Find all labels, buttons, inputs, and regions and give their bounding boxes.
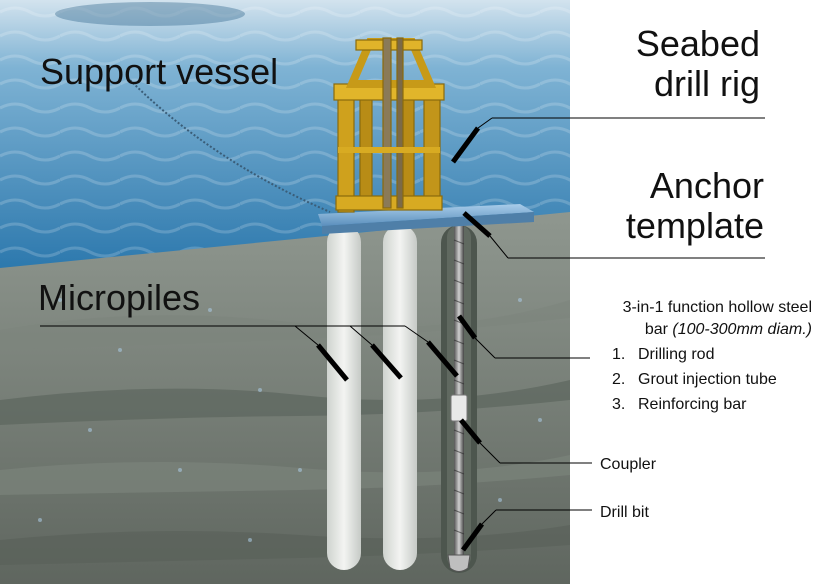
coupler [450, 394, 468, 422]
label-micropiles: Micropiles [38, 277, 201, 318]
label-anchor-template: Anchor template [626, 166, 764, 246]
hollow-bar-diameter: (100-300mm diam.) [672, 321, 812, 338]
label-seabed-drill-rig-line2: drill rig [653, 63, 760, 104]
label-anchor-template-line1: Anchor [649, 165, 764, 206]
leader-coupler [459, 418, 592, 464]
label-hollow-steel-bar: 3-in-1 function hollow steel bar (100-30… [623, 297, 812, 341]
hollow-steel-bar [454, 222, 464, 557]
hollow-bar-title: 3-in-1 function hollow steel [622, 299, 812, 316]
function-list: 1. Drilling rod 2. Grout injection tube 3.… [612, 344, 777, 419]
function-item-reinforcing-bar: 3. Reinforcing bar [612, 394, 777, 419]
micropile-middle [383, 225, 417, 570]
function-number: 3. [612, 396, 626, 413]
leader-drill-bit [460, 509, 592, 552]
label-seabed-drill-rig-line1: Seabed [635, 23, 760, 64]
label-coupler: Coupler [600, 456, 657, 473]
leader-seabed-drill-rig [450, 117, 765, 164]
leader-hollow-bar [456, 314, 590, 359]
hollow-bar-subtitle: bar (100-300mm diam.) [623, 319, 812, 341]
seabed-drill-rig [333, 37, 445, 213]
function-text: Reinforcing bar [638, 396, 747, 413]
function-text: Grout injection tube [638, 371, 777, 388]
anchor-template [318, 204, 534, 234]
function-item-drilling-rod: 1. Drilling rod [612, 344, 777, 369]
drill-bit [447, 554, 471, 572]
function-text: Drilling rod [638, 346, 715, 363]
label-drill-bit: Drill bit [600, 504, 649, 521]
label-support-vessel: Support vessel [40, 51, 279, 92]
function-number: 2. [612, 371, 626, 388]
leader-anchor-template [462, 211, 765, 259]
label-seabed-drill-rig: Seabed drill rig [636, 24, 760, 104]
function-number: 1. [612, 346, 626, 363]
function-item-grout-injection-tube: 2. Grout injection tube [612, 369, 777, 394]
tether-cable [129, 79, 331, 213]
label-anchor-template-line2: template [625, 205, 764, 246]
hollow-bar-line2: bar [644, 321, 668, 338]
micropile-left [327, 225, 361, 570]
vessel-shadow [55, 2, 245, 26]
leader-micropiles [40, 325, 459, 382]
